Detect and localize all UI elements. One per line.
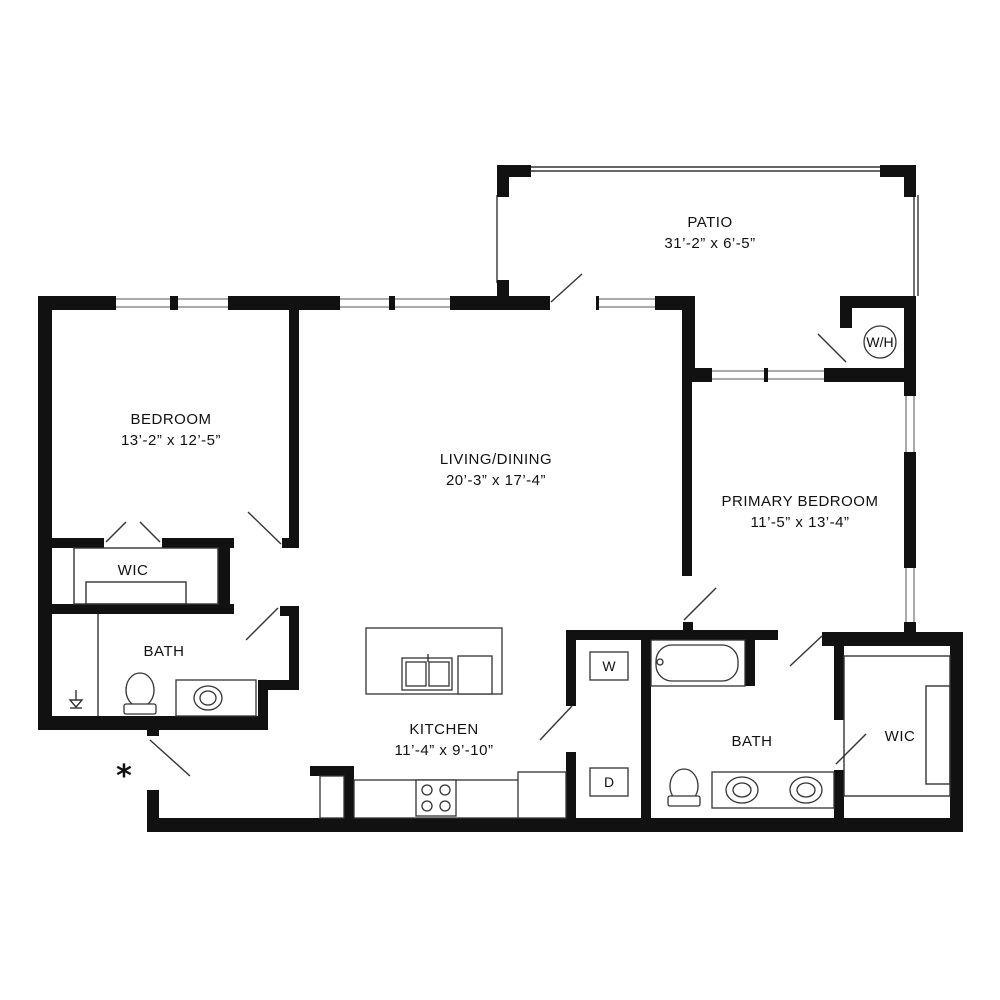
primary-bedroom-dims: 11’-5” x 13’-4” <box>751 514 850 531</box>
asterisk-marker: * <box>116 759 132 794</box>
walls <box>38 296 963 832</box>
bedroom-dims: 13’-2” x 12’-5” <box>121 432 221 449</box>
primary-bedroom-label: PRIMARY BEDROOM <box>722 493 879 510</box>
living-dims: 20’-3” x 17’-4” <box>446 472 546 489</box>
kitchen-island <box>365 627 503 695</box>
dryer-label: D <box>604 774 614 790</box>
water-heater <box>863 325 897 359</box>
drain-icon <box>68 690 84 709</box>
water-heater-label: W/H <box>866 334 893 350</box>
doors <box>105 273 867 777</box>
room-labels: PATIO 31’-2” x 6’-5” BEDROOM 13’-2” x 12… <box>116 214 915 794</box>
living-label: LIVING/DINING <box>440 451 552 468</box>
kitchen-label: KITCHEN <box>409 721 478 738</box>
stove-icon <box>415 779 457 817</box>
bathtub-icon <box>650 639 746 687</box>
kitchen-dims: 11’-4” x 9’-10” <box>395 742 494 759</box>
sink-icon <box>175 679 257 717</box>
toilet-icon <box>667 768 701 807</box>
kitchen-counter <box>319 771 567 819</box>
double-sink-icon <box>711 771 835 809</box>
toilet-icon <box>123 672 157 715</box>
bath-label: BATH <box>144 643 185 660</box>
dryer <box>589 767 629 797</box>
wic-label: WIC <box>118 562 149 579</box>
primary-bath-label: BATH <box>732 733 773 750</box>
washer <box>589 651 629 681</box>
patio-dims: 31’-2” x 6’-5” <box>664 235 755 252</box>
patio-area <box>496 165 919 298</box>
primary-wic-label: WIC <box>885 728 916 745</box>
fixtures <box>68 325 951 819</box>
patio-label: PATIO <box>687 214 732 231</box>
washer-label: W <box>602 658 616 674</box>
bedroom-label: BEDROOM <box>130 411 211 428</box>
